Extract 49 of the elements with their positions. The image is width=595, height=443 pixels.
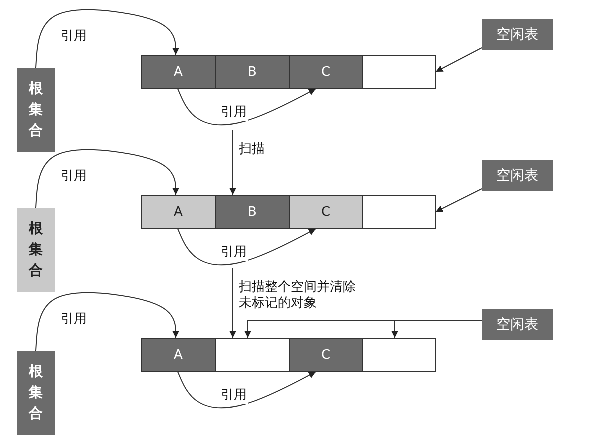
pointer-arrow: [436, 48, 482, 72]
arrow: [230, 268, 236, 338]
pointer-arrow: [436, 188, 482, 212]
object-label: C: [321, 348, 331, 362]
edge-label: 引用: [60, 169, 88, 185]
edge-label: 引用: [220, 388, 248, 404]
free-list-box: [482, 160, 553, 191]
marked-object-block: [215, 55, 290, 89]
object-label: C: [321, 64, 331, 80]
root-set-box: [17, 351, 55, 435]
free-list-box: [482, 309, 553, 340]
reference-arrow: [178, 372, 316, 409]
edge-label: 引用: [220, 245, 248, 261]
root-set-box: [17, 208, 55, 292]
marked-object-block: [141, 338, 216, 372]
edge-label: 引用: [60, 312, 88, 328]
free-memory-block: [362, 55, 436, 89]
free-list-label: 空闲表: [496, 26, 538, 44]
object-block: [289, 195, 363, 229]
object-label: A: [174, 204, 183, 220]
object-block: [141, 195, 216, 229]
reference-arrow: [178, 228, 316, 266]
object-label: B: [248, 64, 257, 80]
root-set-label: 根集合: [29, 362, 43, 424]
root-set-box: [17, 68, 55, 152]
reference-arrow: [36, 149, 180, 208]
free-list-label: 空闲表: [496, 166, 538, 184]
object-label: B: [248, 204, 257, 220]
free-list-label: 空闲表: [496, 316, 538, 334]
free-memory-block: [362, 338, 436, 372]
reference-arrow: [178, 88, 316, 126]
root-set-label: 根集合: [29, 80, 43, 140]
reference-arrow: [36, 292, 180, 352]
free-memory-block: [215, 338, 290, 372]
free-memory-block: [362, 195, 436, 229]
marked-object-block: [141, 55, 216, 89]
arrow: [230, 130, 236, 196]
root-set-label: 根集合: [29, 220, 43, 280]
edge-label: 引用: [60, 29, 88, 45]
marked-object-block: [215, 195, 290, 229]
reference-arrow: [36, 9, 180, 68]
object-label: A: [174, 64, 183, 80]
edge-label: 引用: [220, 105, 248, 121]
object-label: A: [174, 348, 183, 362]
marked-object-block: [289, 338, 363, 372]
free-list-box: [482, 19, 553, 50]
marked-object-block: [289, 55, 363, 89]
object-label: C: [321, 204, 331, 220]
pointer-arrow: [392, 320, 482, 338]
